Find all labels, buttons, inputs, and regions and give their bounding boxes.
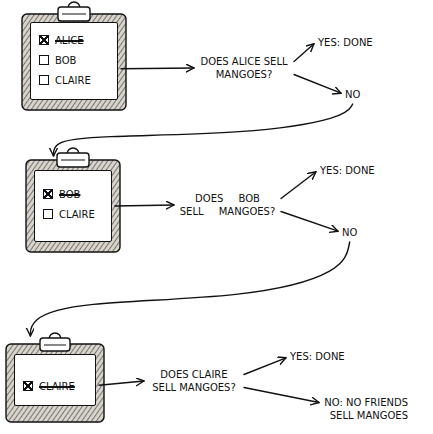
flow-arrow xyxy=(244,358,286,375)
friend-name: CLAIRE xyxy=(31,71,117,91)
flow-arrow xyxy=(244,388,319,403)
clipboard-list: CLAIRE xyxy=(14,354,96,406)
friend-name: CLAIRE xyxy=(35,205,111,225)
flow-arrow xyxy=(281,212,338,232)
clip-line xyxy=(61,160,85,161)
clipboard-clip xyxy=(40,338,70,351)
clipboard-board xyxy=(26,160,120,252)
flow-arrow xyxy=(99,381,144,385)
clipboard-list: BOBCLAIRE xyxy=(34,170,112,242)
question-label: DOES BOB SELL MANGOES? xyxy=(178,192,277,218)
clipboard-board xyxy=(6,344,104,422)
clipboard-list: ALICEBOBCLAIRE xyxy=(30,22,118,100)
clipboard-clip xyxy=(58,7,90,21)
friend-name: BOB xyxy=(35,185,111,205)
clipboard-clip xyxy=(57,153,89,167)
outcome-text: NO xyxy=(342,226,357,239)
outcome-text: YES: DONE xyxy=(320,164,375,177)
outcome-text: YES: DONE xyxy=(290,350,345,363)
outcome-label: NO xyxy=(342,226,357,239)
flow-arrow xyxy=(281,172,316,199)
clipboard-board xyxy=(22,14,126,110)
outcome-label: NO xyxy=(345,88,360,101)
flow-arrow xyxy=(294,44,314,62)
clip-line xyxy=(44,345,66,346)
outcome-label: YES: DONE xyxy=(318,36,373,49)
friend-name: BOB xyxy=(31,51,117,71)
flow-arrow xyxy=(294,75,341,94)
clip-line xyxy=(62,14,86,15)
friend-name: CLAIRE xyxy=(15,377,95,397)
friend-name: ALICE xyxy=(31,31,117,51)
flow-arrow xyxy=(115,205,174,206)
question-text: DOES ALICE SELL MANGOES? xyxy=(198,55,290,81)
question-text: DOES CLAIRE SELL MANGOES? xyxy=(148,368,240,394)
flow-arrow xyxy=(30,242,349,336)
flow-arrow xyxy=(54,104,353,156)
outcome-text: NO: NO FRIENDS SELL MANGOES xyxy=(308,396,408,422)
outcome-label: NO: NO FRIENDS SELL MANGOES xyxy=(308,396,408,422)
question-text: DOES BOB SELL MANGOES? xyxy=(178,192,277,218)
question-label: DOES CLAIRE SELL MANGOES? xyxy=(148,368,240,394)
flow-arrow xyxy=(121,67,194,69)
outcome-text: YES: DONE xyxy=(318,36,373,49)
outcome-text: NO xyxy=(345,88,360,101)
outcome-label: YES: DONE xyxy=(320,164,375,177)
outcome-label: YES: DONE xyxy=(290,350,345,363)
question-label: DOES ALICE SELL MANGOES? xyxy=(198,55,290,81)
